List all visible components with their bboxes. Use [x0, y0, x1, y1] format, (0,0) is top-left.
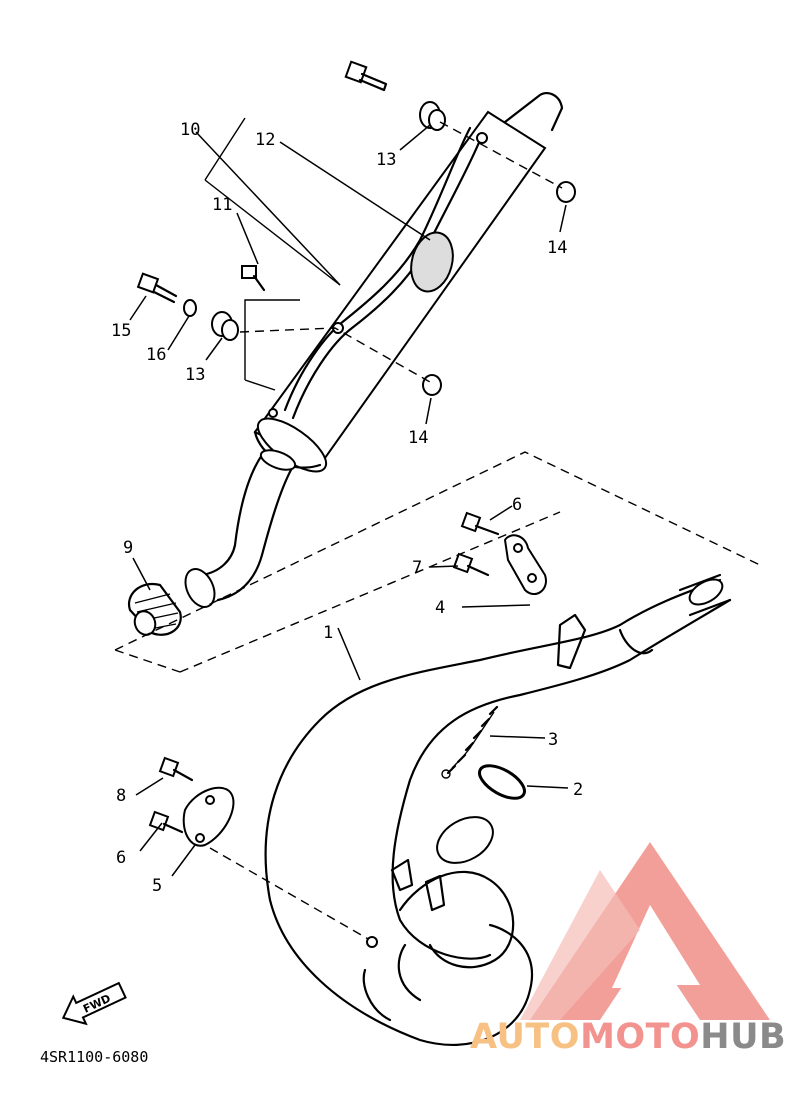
- leader-lines: [129, 124, 569, 877]
- callout-15: 15: [111, 321, 131, 341]
- dash-line-top: [439, 121, 563, 189]
- callout-12: 12: [255, 130, 275, 150]
- callout-13b: 13: [185, 365, 205, 385]
- watermark-auto: AUTO: [470, 1017, 580, 1057]
- joint-pipe: [184, 449, 297, 608]
- callout-1: 1: [323, 623, 333, 643]
- watermark-moto: MOTO: [580, 1017, 700, 1057]
- watermark-brand: AUTOMOTOHUB: [470, 1017, 786, 1057]
- glass-wool-sleeve: [127, 582, 182, 636]
- washer-16: [183, 299, 197, 317]
- expansion-chamber: [264, 573, 732, 1047]
- bracket-4: [503, 534, 547, 595]
- bolt-7: [452, 552, 490, 577]
- collar-14b: [422, 374, 442, 396]
- callout-6b: 6: [116, 848, 126, 868]
- callout-3: 3: [548, 730, 558, 750]
- callout-13a: 13: [376, 150, 396, 170]
- callouts: 1 2 3 4 5 6 6 7 8 9 10 11 12 13 13 14 14…: [111, 120, 583, 896]
- callout-14a: 14: [547, 238, 567, 258]
- callout-16: 16: [146, 345, 166, 365]
- bolt-15: [136, 272, 178, 304]
- callout-2: 2: [573, 780, 583, 800]
- silencer: [253, 92, 564, 473]
- spring: [441, 705, 499, 779]
- dash-line-mid: [239, 327, 431, 383]
- bolt-6a: [460, 511, 500, 536]
- bolt-top: [344, 60, 388, 92]
- collar-14a: [556, 181, 576, 203]
- bolt-11: [241, 265, 266, 292]
- watermark-logo: [520, 842, 770, 1020]
- callout-6a: 6: [512, 495, 522, 515]
- bolt-6b: [148, 810, 184, 834]
- callout-11: 11: [212, 195, 232, 215]
- damper-plate: [410, 231, 454, 293]
- silencer-group-lines: [204, 117, 341, 391]
- logo-triangle-accent: [520, 870, 640, 1020]
- outlet-flange: [688, 578, 724, 606]
- bolt-8: [158, 756, 194, 782]
- mount-nut: [366, 936, 378, 948]
- gasket: [478, 764, 526, 800]
- callout-4: 4: [435, 598, 445, 618]
- muffler-boundary: [114, 451, 761, 673]
- grommet-13b: [211, 311, 239, 341]
- inlet-flange: [436, 816, 494, 864]
- callout-5: 5: [152, 876, 162, 896]
- callout-10: 10: [180, 120, 200, 140]
- watermark-hub: HUB: [700, 1017, 786, 1057]
- part-code: 4SR1100-6080: [40, 1048, 148, 1066]
- callout-8: 8: [116, 786, 126, 806]
- callout-9: 9: [123, 538, 133, 558]
- grommet-13a: [419, 101, 446, 131]
- callout-14b: 14: [408, 428, 428, 448]
- bracket-5: [182, 786, 235, 847]
- fwd-arrow: FWD: [61, 981, 127, 1026]
- callout-7: 7: [412, 558, 422, 578]
- logo-triangle-inner: [612, 905, 700, 988]
- dash-line-bracket5: [209, 847, 371, 941]
